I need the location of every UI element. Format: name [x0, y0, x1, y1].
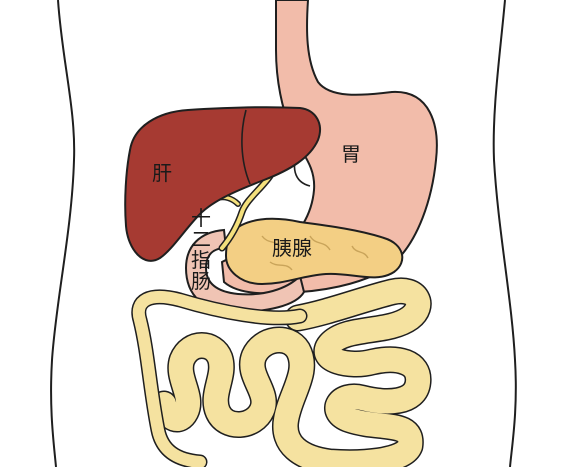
label-stomach: 胃: [341, 142, 361, 166]
stomach-organ: [220, 0, 438, 295]
small-intestine: [150, 277, 432, 467]
liver-organ: [124, 106, 321, 262]
pancreas-texture: [261, 235, 369, 271]
duodenum-organ: [184, 228, 306, 314]
body-outline-left: [50, 0, 76, 467]
bile-duct-fill: [220, 174, 272, 250]
body-outline-right: [492, 0, 517, 467]
pancreas-organ: [224, 217, 404, 286]
liver-lobe-divider: [241, 109, 251, 185]
label-liver: 肝: [152, 161, 172, 185]
label-duodenum: 十二指肠: [191, 206, 211, 293]
large-intestine: [132, 290, 306, 467]
label-pancreas: 胰腺: [272, 236, 312, 260]
